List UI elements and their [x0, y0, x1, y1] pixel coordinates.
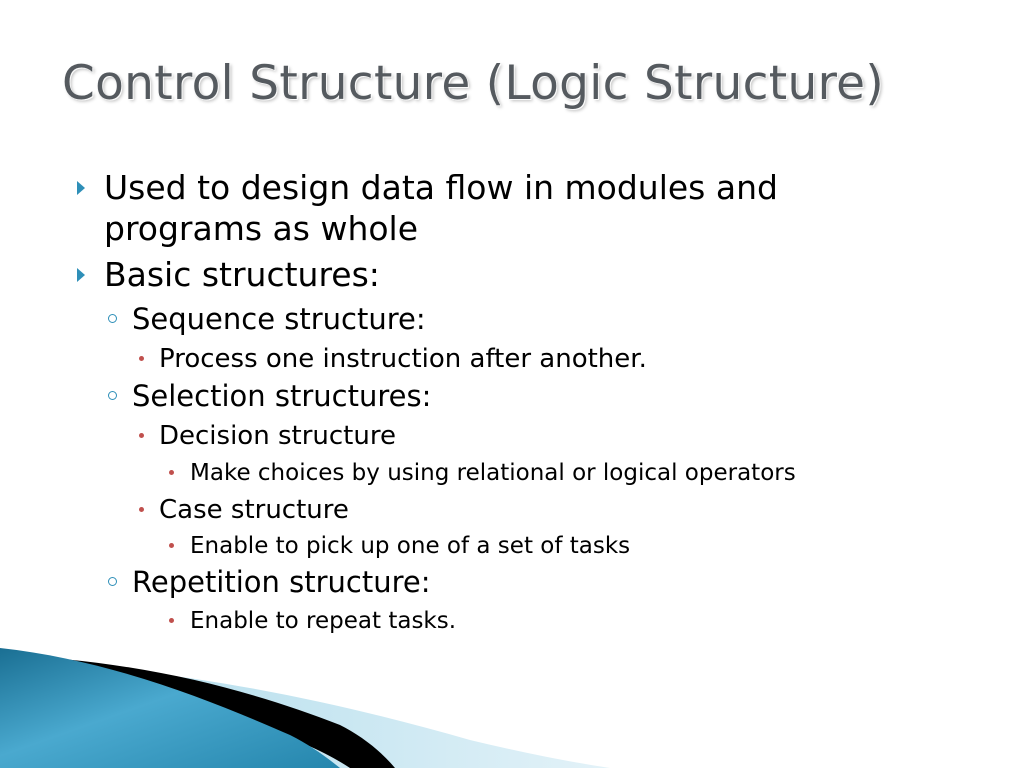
bullet-pick-up-task: Enable to pick up one of a set of tasks [190, 533, 631, 559]
dot-bullet-icon [169, 543, 174, 548]
dot-bullet-icon [169, 618, 174, 623]
bullet-repetition-structure: Repetition structure: [132, 565, 431, 599]
bullet-data-flow-line2: programs as whole [104, 209, 419, 248]
bullet-selection-structures: Selection structures: [132, 379, 432, 413]
bullet-decision-structure: Decision structure [159, 421, 396, 451]
bullet-data-flow-line1: Used to design data flow in modules and [104, 168, 778, 207]
bullet-process-instruction: Process one instruction after another. [159, 344, 647, 374]
triangle-bullet-icon [77, 268, 85, 282]
bullet-basic-structures: Basic structures: [104, 255, 380, 294]
ring-bullet-icon [108, 314, 117, 323]
slide-title: Control Structure (Logic Structure) [62, 56, 885, 111]
dot-bullet-icon [169, 470, 174, 475]
dot-bullet-icon [139, 356, 144, 361]
bullet-repeat-tasks: Enable to repeat tasks. [190, 608, 457, 634]
ring-bullet-icon [108, 391, 117, 400]
bullet-make-choices: Make choices by using relational or logi… [190, 460, 796, 486]
triangle-bullet-icon [77, 181, 85, 195]
dot-bullet-icon [139, 507, 144, 512]
bullet-case-structure: Case structure [159, 495, 349, 525]
bullet-sequence-structure: Sequence structure: [132, 302, 426, 336]
ring-bullet-icon [108, 577, 117, 586]
dot-bullet-icon [139, 433, 144, 438]
